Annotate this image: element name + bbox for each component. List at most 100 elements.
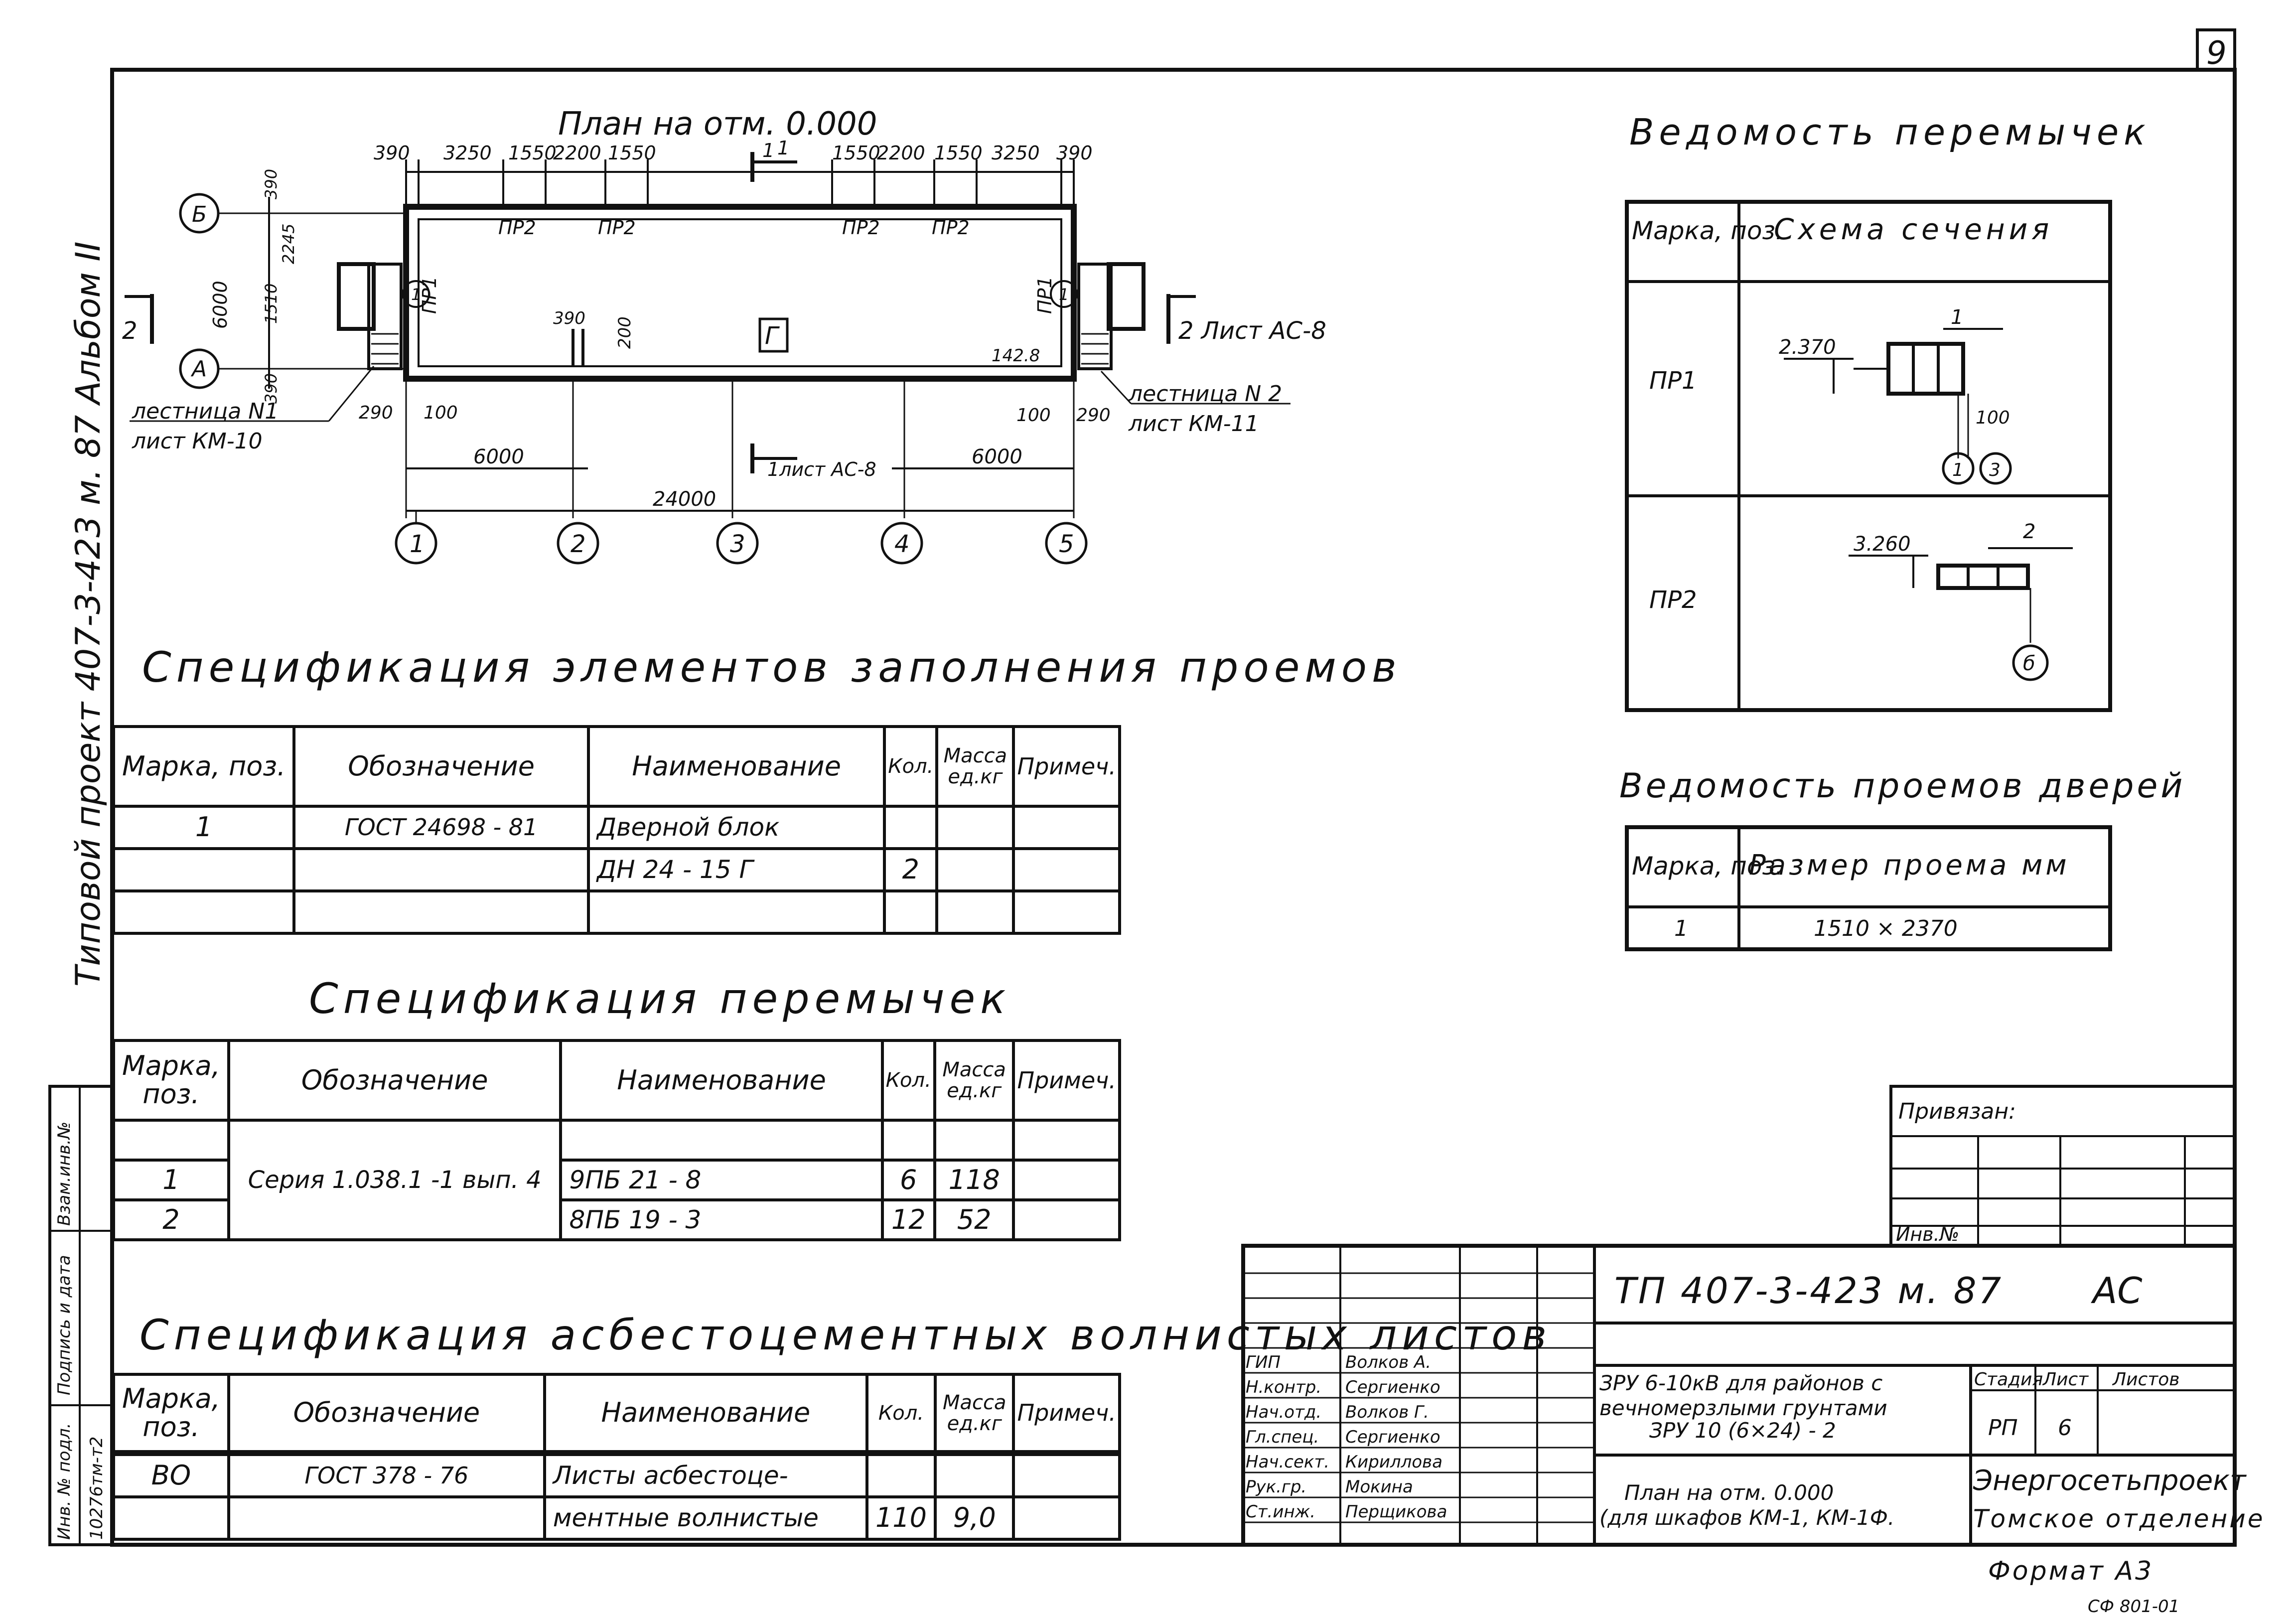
svg-text:3250: 3250 (992, 142, 1040, 164)
plan-title: План на отм. 0.000 (558, 106, 877, 143)
svg-text:Б: Б (192, 202, 207, 227)
svg-text:24000: 24000 (653, 488, 716, 511)
svg-text:390: 390 (374, 142, 410, 164)
svg-text:1: 1 (1951, 306, 1963, 329)
svg-text:Листов: Листов (2112, 1369, 2179, 1390)
svg-text:ПР1: ПР1 (1034, 276, 1056, 314)
svg-text:Лист: Лист (2042, 1369, 2089, 1390)
lintel-schedule-frame (1625, 200, 2112, 712)
col-mark: Марка, поз. (112, 725, 296, 808)
svg-text:3: 3 (730, 530, 745, 558)
project-code: ТП 407-3-423 м. 87 (1614, 1270, 2003, 1312)
svg-text:Волков А.: Волков А. (1345, 1352, 1431, 1372)
svg-text:Кириллова: Кириллова (1345, 1452, 1442, 1472)
svg-text:Марка, поз.: Марка, поз. (1632, 852, 1783, 881)
spec-lintel-table: Марка, поз. Обозначение Наименование Кол… (112, 1039, 1121, 1241)
svg-text:1: 1 (762, 140, 774, 161)
svg-text:лестница N 2: лестница N 2 (1128, 381, 1282, 407)
svg-text:1550: 1550 (934, 142, 983, 164)
spec-fill-table: Марка, поз. Обозначение Наименование Кол… (112, 725, 1121, 935)
svg-text:План на отм. 0.000: План на отм. 0.000 (1624, 1480, 1834, 1505)
svg-text:Нач.сект.: Нач.сект. (1246, 1452, 1329, 1472)
svg-text:1лист АС-8: 1лист АС-8 (767, 458, 876, 480)
table-row (112, 1452, 1121, 1455)
svg-text:2245: 2245 (279, 224, 298, 264)
svg-text:лист КМ-11: лист КМ-11 (1128, 411, 1259, 437)
svg-text:5: 5 (1059, 530, 1074, 558)
svg-text:Мокина: Мокина (1345, 1477, 1413, 1497)
door-schedule-frame (1625, 825, 2112, 951)
col-qty: Кол. (883, 725, 939, 808)
svg-text:1550: 1550 (508, 142, 557, 164)
svg-text:лестница N1: лестница N1 (132, 399, 279, 424)
title-block-frame (1241, 1244, 2237, 1547)
plan-labels: 390 3250 1550 2200 1550 1 1550 2200 1550… (122, 137, 1326, 558)
svg-text:ПР2: ПР2 (842, 217, 880, 239)
stamp-inv-podl: Инв. № подл. (54, 1423, 74, 1540)
svg-text:6000: 6000 (209, 281, 231, 329)
door-schedule-title: Ведомость проемов дверей (1619, 766, 2185, 806)
format-label: Формат А3 (1988, 1556, 2153, 1586)
svg-text:2: 2 (2023, 520, 2035, 543)
svg-text:1550: 1550 (608, 142, 656, 164)
floor-plan: План на отм. 0.000 (125, 106, 1291, 565)
svg-text:2 Лист АС-8: 2 Лист АС-8 (1178, 317, 1326, 345)
svg-text:2200: 2200 (877, 142, 925, 164)
stamp-vzam: Взам.инв.№ (54, 1122, 74, 1226)
project-section: АС (2091, 1270, 2143, 1312)
svg-text:Волков Г.: Волков Г. (1345, 1402, 1429, 1422)
svg-text:2.370: 2.370 (1779, 336, 1836, 359)
table-row (112, 889, 1121, 935)
svg-text:142.8: 142.8 (992, 346, 1040, 366)
svg-text:2: 2 (122, 317, 138, 345)
svg-text:3: 3 (1989, 460, 2001, 480)
svg-text:6000: 6000 (473, 445, 524, 468)
svg-text:вечномерзлыми грунтами: вечномерзлыми грунтами (1599, 1396, 1887, 1420)
lintel-schedule-text: Ведомость перемычек Марка, поз. Схема се… (1629, 111, 2151, 675)
svg-text:Г: Г (765, 322, 780, 350)
svg-text:200: 200 (615, 316, 635, 349)
table-row: 1 9ПБ 21 - 8 6 118 (112, 1159, 1121, 1201)
svg-text:2: 2 (571, 530, 586, 558)
svg-text:100: 100 (1016, 405, 1051, 426)
svg-text:1: 1 (1674, 916, 1688, 941)
side-label: Типовой проект 407-3-423 м. 87 Альбом II (69, 242, 108, 987)
col-mass: Масса ед.кг (935, 725, 1015, 808)
lintel-schedule-title: Ведомость перемычек (1629, 111, 2151, 153)
svg-text:ПР1: ПР1 (419, 276, 440, 314)
page-number: 9 (2206, 35, 2227, 72)
svg-text:Размер проема мм: Размер проема мм (1749, 849, 2070, 882)
svg-text:100: 100 (1976, 408, 2010, 428)
svg-text:290: 290 (1076, 405, 1111, 426)
svg-text:(для шкафов КМ-1, КМ-1Ф.: (для шкафов КМ-1, КМ-1Ф. (1599, 1505, 1894, 1530)
table-row: 2 8ПБ 19 - 3 12 52 (112, 1198, 1121, 1241)
door-schedule-text: Ведомость проемов дверей Марка, поз. Раз… (1619, 766, 2185, 941)
svg-text:1510 × 2370: 1510 × 2370 (1814, 916, 1958, 941)
table-row: ВО ГОСТ 378 - 76 Листы асбестоце- (112, 1453, 1121, 1498)
svg-text:ПР2: ПР2 (598, 217, 636, 239)
svg-text:1510: 1510 (262, 284, 281, 324)
svg-text:3250: 3250 (443, 142, 492, 164)
svg-text:Н.контр.: Н.контр. (1246, 1377, 1321, 1397)
svg-text:ПР1: ПР1 (1649, 367, 1697, 395)
svg-text:390: 390 (262, 169, 281, 199)
svg-text:Нач.отд.: Нач.отд. (1246, 1402, 1321, 1422)
svg-text:ЗРУ 10 (6×24) - 2: ЗРУ 10 (6×24) - 2 (1649, 1418, 1836, 1443)
title-block-text: ТП 407-3-423 м. 87 АС ГИП Волков А. Н.ко… (1246, 1270, 2263, 1533)
binding-label: Привязан: (1898, 1099, 2016, 1124)
svg-text:Гл.спец.: Гл.спец. (1246, 1427, 1319, 1447)
svg-text:390: 390 (262, 373, 281, 404)
svg-text:3.260: 3.260 (1854, 533, 1911, 556)
svg-text:ГИП: ГИП (1246, 1352, 1281, 1372)
svg-text:2200: 2200 (553, 142, 601, 164)
stamp-inv-val: 10276тм-т2 (87, 1437, 107, 1540)
svg-text:6000: 6000 (972, 445, 1022, 468)
svg-text:ПР2: ПР2 (498, 217, 536, 239)
spec-asb-table: Марка, поз. Обозначение Наименование Кол… (112, 1373, 1121, 1541)
svg-text:ЗРУ 6-10кВ для районов с: ЗРУ 6-10кВ для районов с (1599, 1371, 1882, 1395)
col-designation: Обозначение (292, 725, 590, 808)
svg-text:лист КМ-10: лист КМ-10 (132, 429, 263, 454)
svg-text:Перщикова: Перщикова (1345, 1502, 1447, 1522)
svg-text:б: б (2023, 652, 2035, 675)
footer-code: СФ 801-01 (2088, 1597, 2179, 1617)
